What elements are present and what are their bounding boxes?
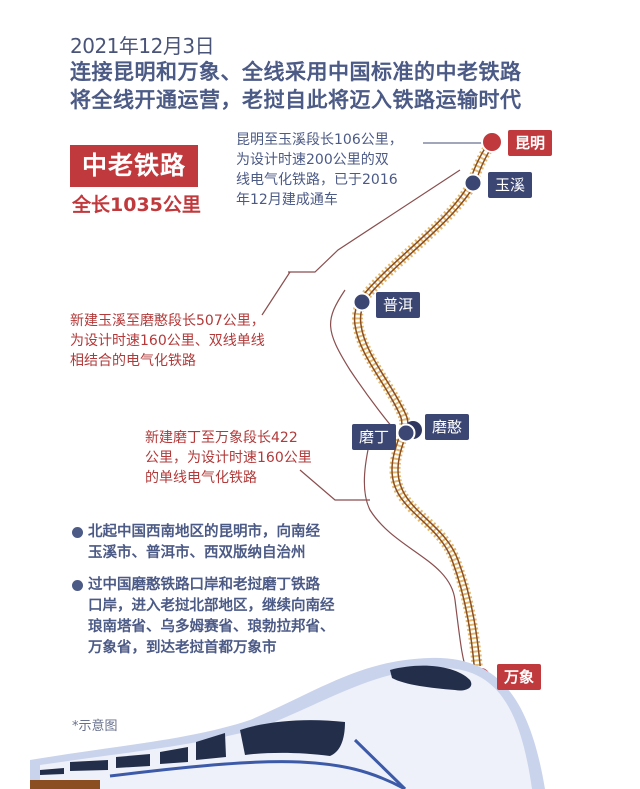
connector-lines [261, 142, 490, 676]
station-dot-puer [352, 292, 372, 312]
note-line: 相结合的电气化铁路 [70, 353, 196, 369]
bullet-dot-icon [72, 527, 83, 538]
bullet-item: 过中国磨憨铁路口岸和老挝磨丁铁路 口岸，进入老挝北部地区，继续向南经 琅南塔省、… [72, 575, 335, 659]
headline-line-2: 将全线开通运营，老挝自此将迈入铁路运输时代 [70, 88, 522, 112]
schematic-footnote: *示意图 [72, 719, 118, 734]
note-line: 为设计时速160公里、双线单线 [70, 333, 265, 349]
note-line: 线电气化铁路，已于2016 [236, 172, 398, 188]
station-dot-yuxi [463, 173, 483, 193]
station-dot-boten [396, 423, 416, 443]
station-label-yuxi: 玉溪 [488, 172, 533, 198]
station-dots [352, 131, 503, 688]
route-description: 北起中国西南地区的昆明市，向南经 玉溪市、普洱市、西双版纳自治州 过中国磨憨铁路… [72, 522, 335, 670]
date: 2021年12月3日 [70, 34, 215, 58]
segment-note-yuxi-mohan: 新建玉溪至磨憨段长507公里， 为设计时速160公里、双线单线 相结合的电气化铁… [70, 311, 265, 371]
railway-name-badge: 中老铁路 [70, 145, 198, 187]
bullet-line: 口岸，进入老挝北部地区，继续向南经 [88, 598, 335, 614]
bullet-line: 北起中国西南地区的昆明市，向南经 [88, 524, 320, 540]
station-dot-kunming [481, 131, 503, 153]
railway-track-icon [354, 142, 495, 675]
headline-line-1: 连接昆明和万象、全线采用中国标准的中老铁路 [70, 60, 522, 84]
station-label-vientiane: 万象 [497, 664, 542, 690]
note-line: 公里，为设计时速160公里 [145, 450, 312, 466]
station-label-puer: 普洱 [376, 292, 421, 318]
note-line: 昆明至玉溪段长106公里， [236, 132, 403, 148]
note-line: 的单线电气化铁路 [145, 470, 257, 486]
total-length: 全长1035公里 [72, 194, 201, 216]
segment-note-boten-vientiane: 新建磨丁至万象段长422 公里，为设计时速160公里 的单线电气化铁路 [145, 428, 312, 488]
bullet-line: 万象省，到达老挝首都万象市 [88, 640, 277, 656]
station-label-kunming: 昆明 [508, 130, 553, 156]
note-line: 新建玉溪至磨憨段长507公里， [70, 313, 265, 329]
note-line: 为设计时速200公里的双 [236, 152, 389, 168]
bullet-line: 玉溪市、普洱市、西双版纳自治州 [88, 545, 306, 561]
bullet-line: 琅南塔省、乌多姆赛省、琅勃拉邦省、 [88, 619, 335, 635]
note-line: 新建磨丁至万象段长422 [145, 430, 298, 446]
bullet-item: 北起中国西南地区的昆明市，向南经 玉溪市、普洱市、西双版纳自治州 [72, 522, 335, 564]
station-label-mohan: 磨憨 [425, 414, 470, 440]
station-label-boten: 磨丁 [352, 424, 397, 450]
note-line: 年12月建成通车 [236, 192, 338, 208]
bullet-dot-icon [72, 580, 83, 591]
train-illustration [30, 657, 545, 789]
bullet-line: 过中国磨憨铁路口岸和老挝磨丁铁路 [88, 577, 320, 593]
segment-note-kunming-yuxi: 昆明至玉溪段长106公里， 为设计时速200公里的双 线电气化铁路，已于2016… [236, 130, 403, 210]
